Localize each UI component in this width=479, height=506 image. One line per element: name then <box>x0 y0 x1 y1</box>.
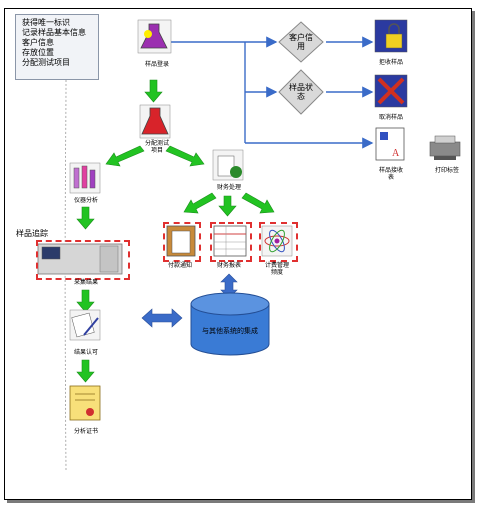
finance-document-icon <box>212 149 244 181</box>
spreadsheet-icon <box>213 225 247 257</box>
green-arrow-finance-to-billing <box>241 192 275 214</box>
customer-credit-text: 客户信 用 <box>289 33 313 51</box>
cancel-sample-label: 取消样品 <box>378 114 403 121</box>
approval-pen-icon <box>69 309 101 341</box>
customer-credit-diamond <box>278 21 324 63</box>
integration-label: 与其他系统的集成 <box>202 327 258 335</box>
note-line: 获得唯一标识 <box>22 18 70 27</box>
certificate-icon <box>69 385 101 421</box>
computer-icon <box>37 243 123 275</box>
finance-label: 财务处理 <box>216 184 241 191</box>
receipt-form-icon: A <box>375 127 405 161</box>
tracking-highlight <box>36 240 130 280</box>
cancel-tools-icon <box>374 74 408 108</box>
print-label-label: 打印标签 <box>434 167 459 174</box>
billing-highlight <box>259 222 298 262</box>
payment-highlight <box>163 222 201 262</box>
green-arrow-finance-to-report <box>218 195 237 217</box>
result-approval-label: 结果认可 <box>73 349 98 356</box>
green-arrow-approval-to-certificate <box>76 359 95 383</box>
note-line: 客户信息 <box>22 38 54 47</box>
report-highlight <box>210 222 252 262</box>
green-arrow-assign-to-finance <box>165 145 205 167</box>
finance-report-label: 财务报表 <box>216 262 241 269</box>
notes-box: 获得唯一标识 记录样品基本信息 客户信息 存放位置 分配测试项目 <box>15 14 99 80</box>
test-tubes-icon <box>69 162 101 194</box>
green-arrow-assign-to-instrument <box>105 145 145 167</box>
sample-login-label: 样品登录 <box>144 61 169 68</box>
note-line: 记录样品基本信息 <box>22 28 86 37</box>
padlock-icon <box>374 19 408 53</box>
svg-text:A: A <box>392 148 400 159</box>
note-line: 分配测试项目 <box>22 58 70 67</box>
beaker-icon <box>139 104 171 139</box>
atom-icon <box>261 225 293 257</box>
sample-status-text: 样品状 态 <box>289 83 313 101</box>
notes-leader-line <box>64 79 67 471</box>
clipboard-icon <box>166 225 196 257</box>
instrument-analysis-label: 仪器分析 <box>73 197 98 204</box>
billing-rate-label: 计费管理 频度 <box>264 262 289 276</box>
sample-receipt-label: 样品接收 表 <box>378 167 403 181</box>
flask-icon <box>137 19 172 54</box>
sample-status-diamond <box>278 69 324 115</box>
green-arrow-login-to-assign <box>144 79 163 103</box>
payment-notice-label: 付款通知 <box>167 262 192 269</box>
green-arrow-collect-to-approval <box>76 289 95 313</box>
green-arrow-instrument-to-collect <box>76 206 95 230</box>
printer-icon <box>429 135 461 160</box>
sample-tracking-label: 样品追踪 <box>16 229 48 238</box>
assign-items-label: 分配测试 项目 <box>144 140 169 154</box>
note-line: 存放位置 <box>22 48 54 57</box>
blue-double-arrow-left <box>141 308 183 328</box>
reject-sample-label: 拒收样品 <box>378 59 403 66</box>
green-arrow-finance-to-payment <box>183 192 217 214</box>
database-cylinder <box>190 292 270 356</box>
analysis-certificate-label: 分析证书 <box>73 428 98 435</box>
collect-results-label: 采集结果 <box>73 279 98 286</box>
